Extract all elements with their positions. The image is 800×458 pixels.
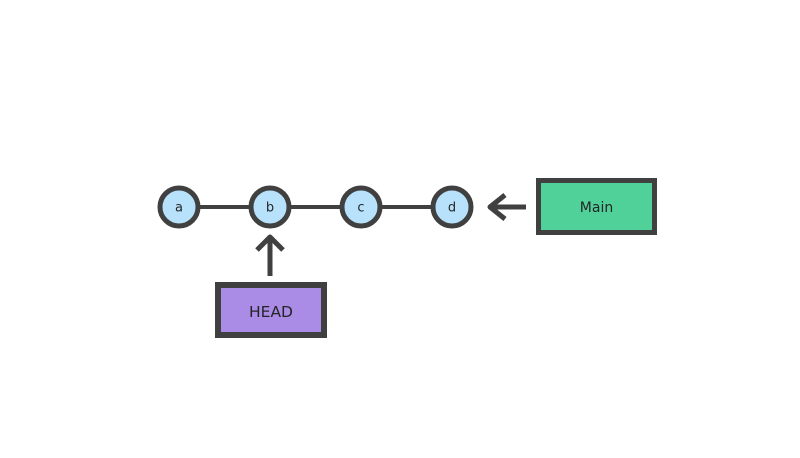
commit-circle-a (157, 185, 201, 229)
arrow-up-icon (255, 234, 285, 276)
branch-label-main: Main (580, 200, 613, 216)
branch-rect-main (536, 178, 657, 235)
commit-label-b: b (266, 201, 274, 216)
head-rect (215, 282, 327, 338)
head-box: HEAD (215, 282, 327, 338)
commit-circle-b (248, 185, 292, 229)
arrow-left-head (487, 193, 507, 221)
branch-box-main: Main (536, 178, 657, 235)
commit-label-c: c (357, 201, 364, 216)
head-label: HEAD (249, 303, 293, 321)
arrow-up-head (255, 234, 285, 252)
arrow-left-icon (487, 193, 526, 221)
commit-label-d: d (448, 201, 456, 216)
commit-node-a: a (157, 185, 201, 229)
commit-circle-d (430, 185, 474, 229)
commit-circle-c (339, 185, 383, 229)
commit-node-b: b (248, 185, 292, 229)
commit-node-d: d (430, 185, 474, 229)
commit-label-a: a (175, 201, 183, 216)
commit-node-c: c (339, 185, 383, 229)
